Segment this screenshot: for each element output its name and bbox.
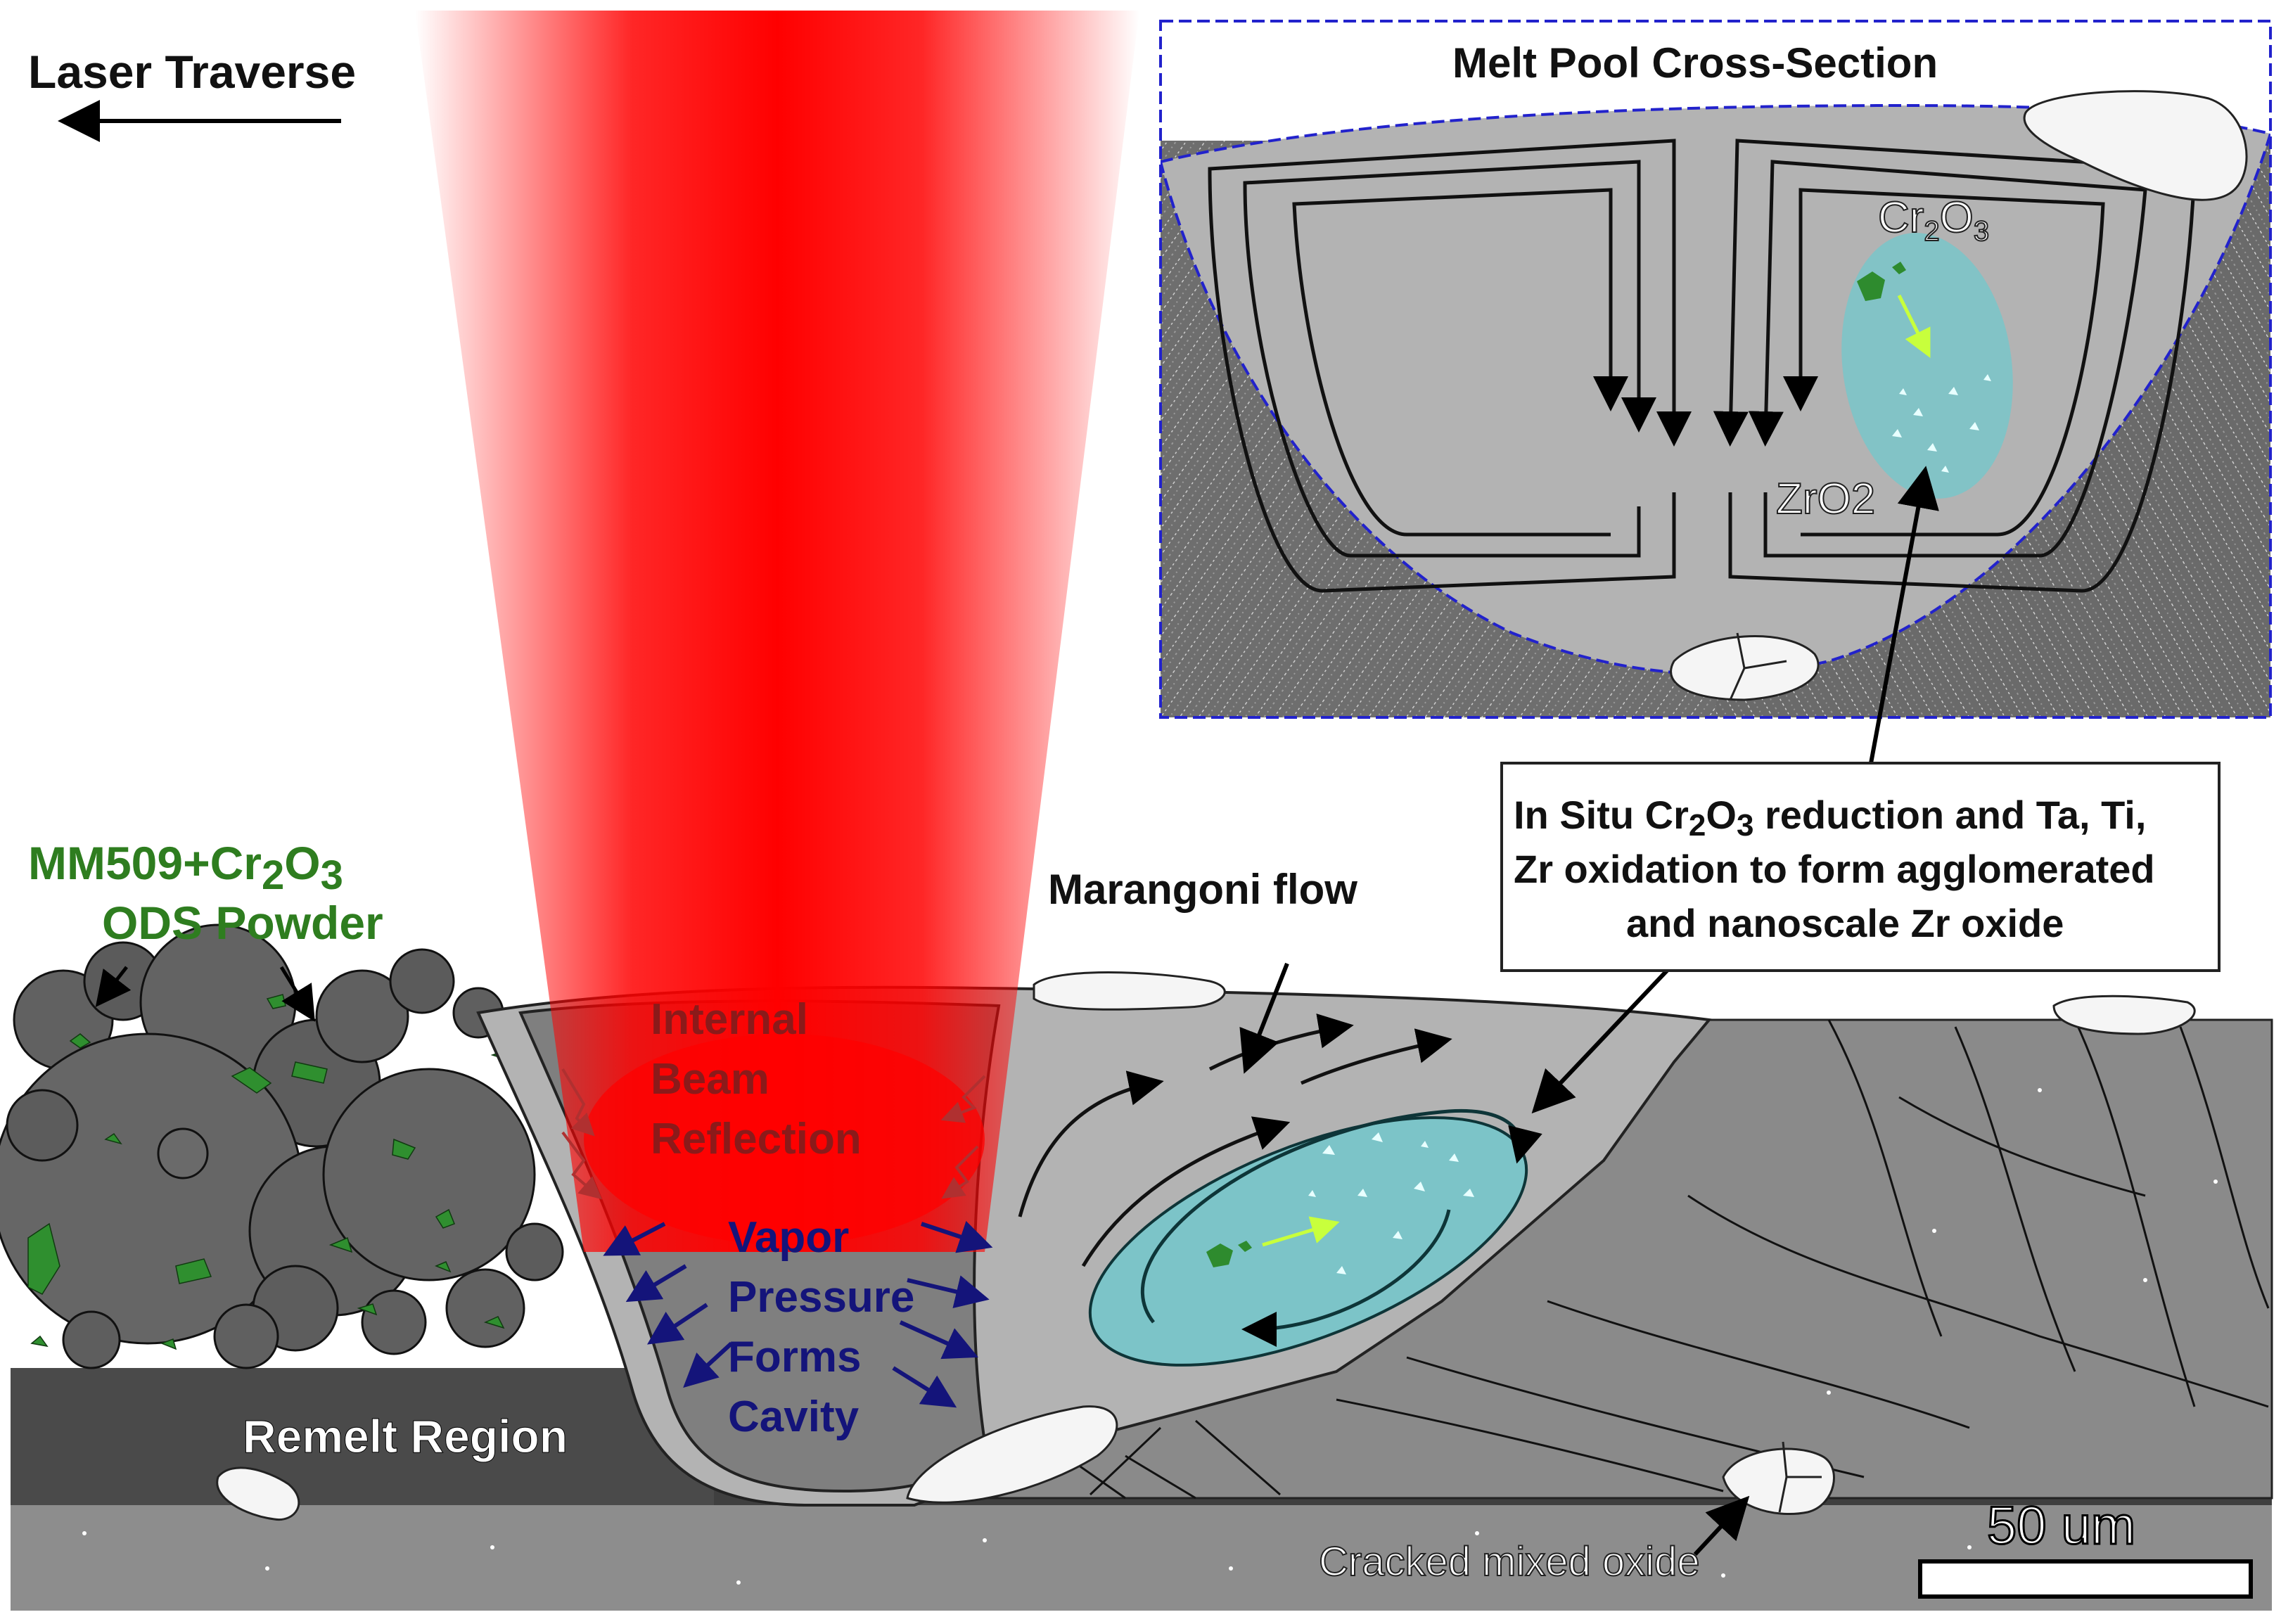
powder-label-line2: ODS Powder	[102, 897, 383, 949]
scale-bar	[1918, 1559, 2253, 1599]
powder-pointer-left	[95, 966, 132, 1007]
marangoni-label: Marangoni flow	[1048, 866, 1357, 913]
oxide-particles	[27, 994, 516, 1350]
vapor-label-line1: Vapor	[728, 1213, 849, 1262]
inset-zro2-label: ZrO2	[1776, 475, 1875, 523]
callout-pointer-pool	[1531, 968, 1669, 1114]
beam-label-line3: Reflection	[651, 1115, 862, 1163]
vapor-arrows	[603, 1220, 993, 1408]
surface-oxides	[216, 971, 2196, 1521]
laser-beam	[415, 11, 1139, 1252]
laser-spot	[584, 1034, 985, 1245]
reflection-arrows	[561, 1068, 986, 1200]
main-nano-oxides	[1308, 1132, 1474, 1274]
laser-traverse-label: Laser Traverse	[28, 46, 356, 98]
vapor-label-line3: Forms	[728, 1333, 861, 1381]
powder-pointer-right	[279, 966, 315, 1022]
oxide-crack	[1778, 1441, 1822, 1513]
bottom-substrate	[11, 1505, 2272, 1611]
cracked-oxide-pointer	[1693, 1495, 1750, 1556]
callout-line1: In Situ Cr2O3 reduction and Ta, Ti,	[1514, 793, 2146, 843]
beam-label-line1: Internal	[651, 995, 808, 1044]
inset-title: Melt Pool Cross-Section	[1452, 39, 1938, 87]
remelt-label: Remelt Region	[243, 1410, 568, 1462]
callout-box	[1500, 762, 2221, 972]
powder-bed	[0, 923, 564, 1369]
vapor-label-line4: Cavity	[728, 1393, 860, 1441]
inset-border	[1159, 20, 2272, 719]
callout-line2: Zr oxidation to form agglomerated	[1514, 847, 2155, 891]
inset-panel	[1161, 21, 2270, 717]
beam-label-line2: Beam	[651, 1055, 769, 1104]
cracked-oxide-label: Cracked mixed oxide	[1319, 1539, 1700, 1585]
inset-cr2o3-label: Cr2O3	[1878, 193, 1989, 247]
callout-line3: and nanoscale Zr oxide	[1626, 901, 2064, 945]
marangoni-pointer	[1239, 962, 1289, 1074]
remelt-region	[11, 1368, 714, 1505]
vapor-label-line2: Pressure	[728, 1273, 914, 1322]
marangoni-flow-arrows	[1018, 1014, 1452, 1267]
callout-pointer-inset	[1869, 466, 1939, 764]
main-oxide-agglomerates	[1206, 1241, 1252, 1267]
powder-label-line1: MM509+Cr2O3	[28, 837, 343, 898]
scale-bar-label: 50 um	[1987, 1496, 2135, 1556]
